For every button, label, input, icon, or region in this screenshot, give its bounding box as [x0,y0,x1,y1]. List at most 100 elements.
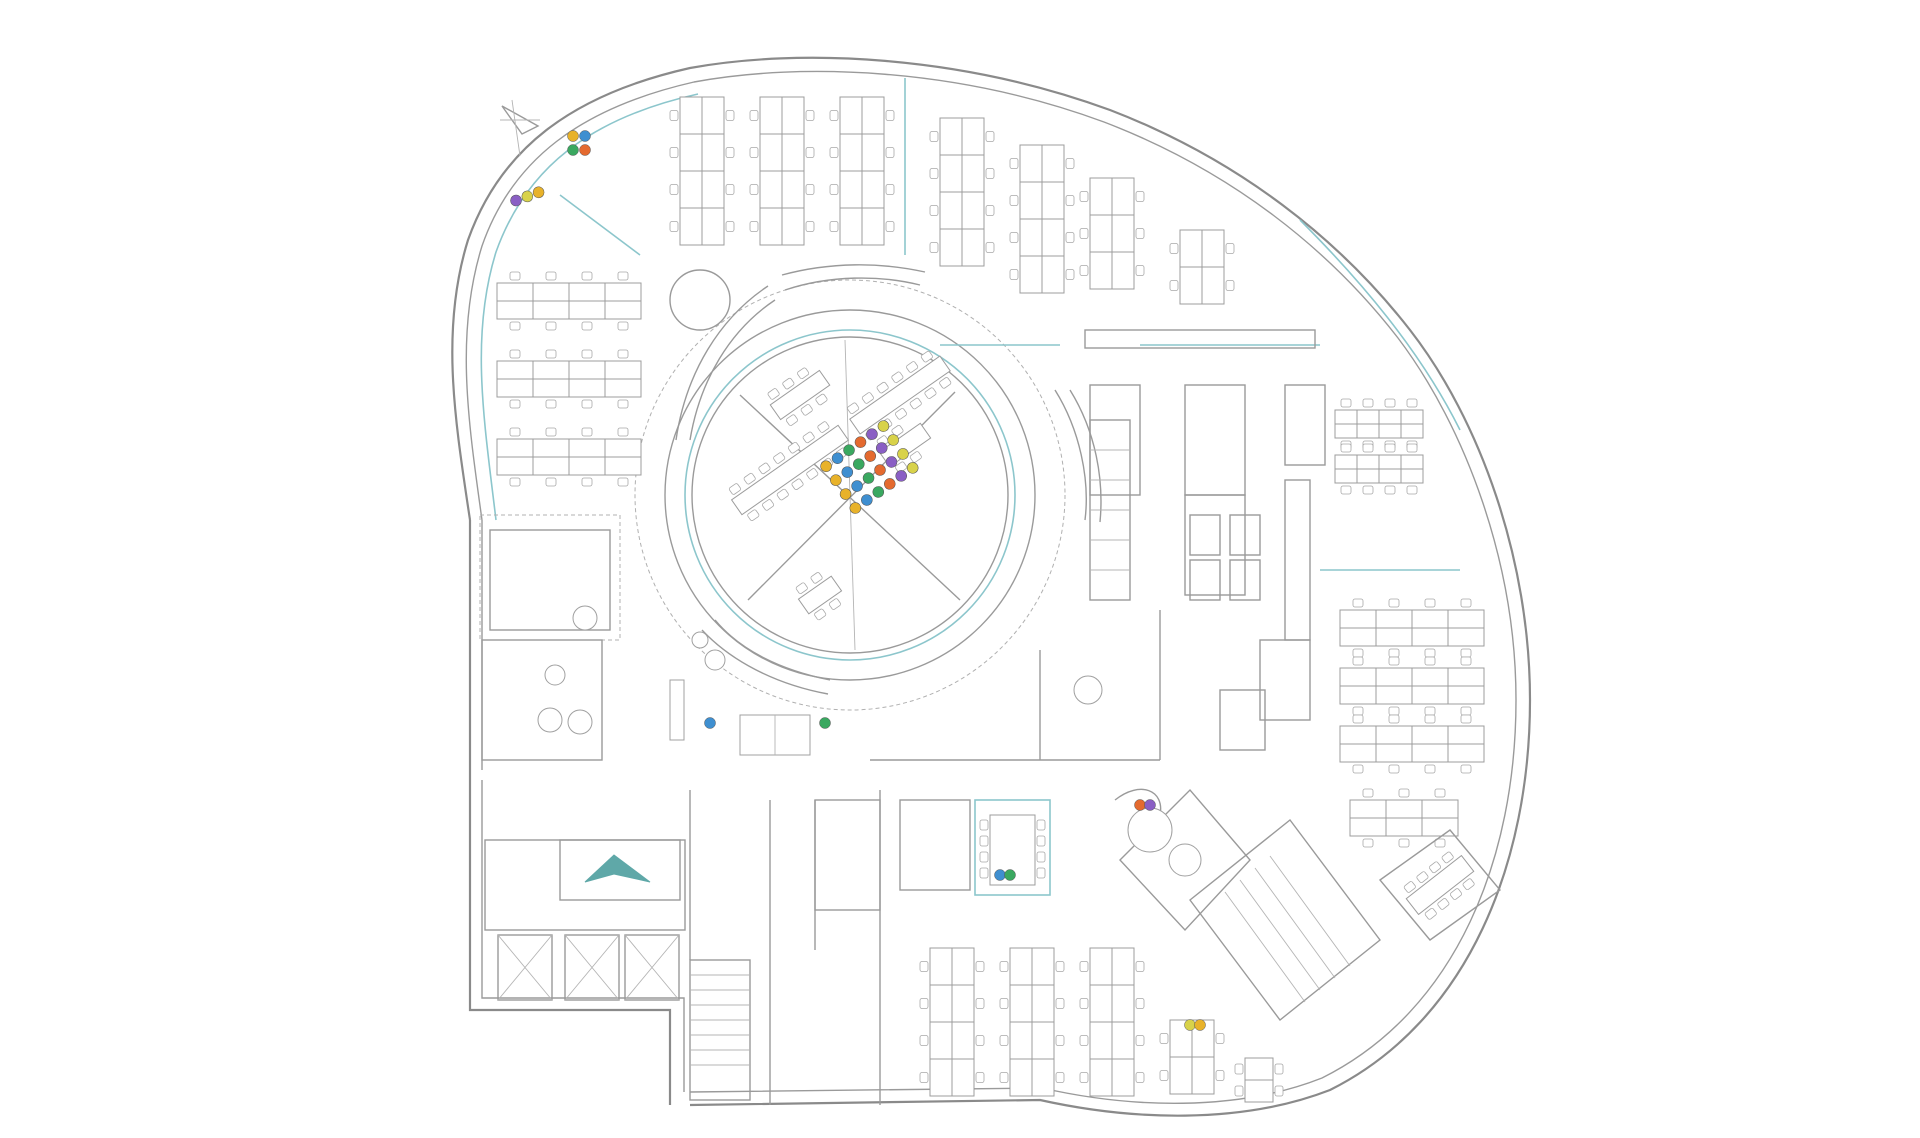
person-marker [1184,1019,1196,1031]
chair [669,221,679,232]
person-marker [843,444,855,456]
chair [919,1035,929,1046]
desk [1339,609,1377,629]
chair [669,184,679,195]
chair [1352,706,1364,716]
desk [532,360,570,380]
desk [496,378,534,398]
chair [829,221,839,232]
desk-cluster [999,947,1065,1097]
chair [509,271,521,281]
person-marker [820,460,832,472]
person-marker [854,436,867,448]
chair [1159,1033,1169,1044]
chair [1460,656,1472,666]
desk [1334,454,1358,470]
chair [545,271,557,281]
desk [1411,667,1449,687]
chair [1406,443,1418,453]
chair [581,477,593,487]
desk [1378,409,1402,425]
chair [885,147,895,158]
desk [861,96,885,135]
person-marker [1194,1019,1206,1031]
chair [1215,1033,1225,1044]
desk [759,170,783,209]
person-marker [1134,799,1146,811]
chair [1055,961,1065,972]
desk [1339,627,1377,647]
desk [532,438,570,458]
desk [1111,1058,1135,1097]
chair [509,349,521,359]
people-markers [510,130,1206,1031]
person-marker [567,130,579,142]
people-group [704,717,716,729]
desk [1349,817,1387,837]
desk [1411,725,1449,745]
chair [617,321,629,331]
hub-seating [728,350,952,621]
desk [1041,218,1065,257]
desk-cluster [1079,947,1145,1097]
desk [1031,1058,1055,1097]
chair [829,184,839,195]
desk-cluster [919,947,985,1097]
chair [509,477,521,487]
desk [1400,454,1424,470]
desk [1339,743,1377,763]
desk [604,378,642,398]
chair [985,131,995,142]
person-marker [851,480,863,492]
chair [1424,656,1436,666]
desk [1169,1056,1193,1095]
chair [725,110,735,121]
chair [975,1072,985,1083]
chair [545,477,557,487]
chair [1009,232,1019,243]
desk [496,456,534,476]
chair [1079,1072,1089,1083]
desk [1411,743,1449,763]
person-marker [994,869,1006,881]
desk [1334,423,1358,439]
chair [999,1072,1009,1083]
stair-icon [689,959,751,1101]
chair [581,349,593,359]
desk-cluster [1159,1019,1225,1095]
chair [919,1072,929,1083]
person-marker [895,470,907,482]
desk [604,438,642,458]
desk-cluster [1234,1057,1284,1103]
chair [1424,714,1436,724]
person-marker [841,466,854,478]
chair [617,399,629,409]
chair [1079,265,1089,276]
chair [1135,1072,1145,1083]
desk [1191,1056,1215,1095]
chair [545,399,557,409]
person-marker [830,474,842,486]
desk [839,207,863,246]
person-marker [819,717,831,729]
chair [581,427,593,437]
desk [1447,685,1485,705]
chair [1055,1035,1065,1046]
desk [1400,409,1424,425]
chair [581,271,593,281]
chair [1009,158,1019,169]
hub-table [795,572,843,621]
chair [1434,788,1446,798]
desk [1349,799,1387,819]
chair [885,184,895,195]
desk [929,1058,953,1097]
desk [1421,799,1459,819]
desk [961,191,985,230]
desk [1179,266,1203,305]
desk-cluster [929,117,995,267]
desk [1111,1021,1135,1060]
desk [1179,229,1203,268]
chair [805,221,815,232]
desk [568,378,606,398]
desk [1447,627,1485,647]
